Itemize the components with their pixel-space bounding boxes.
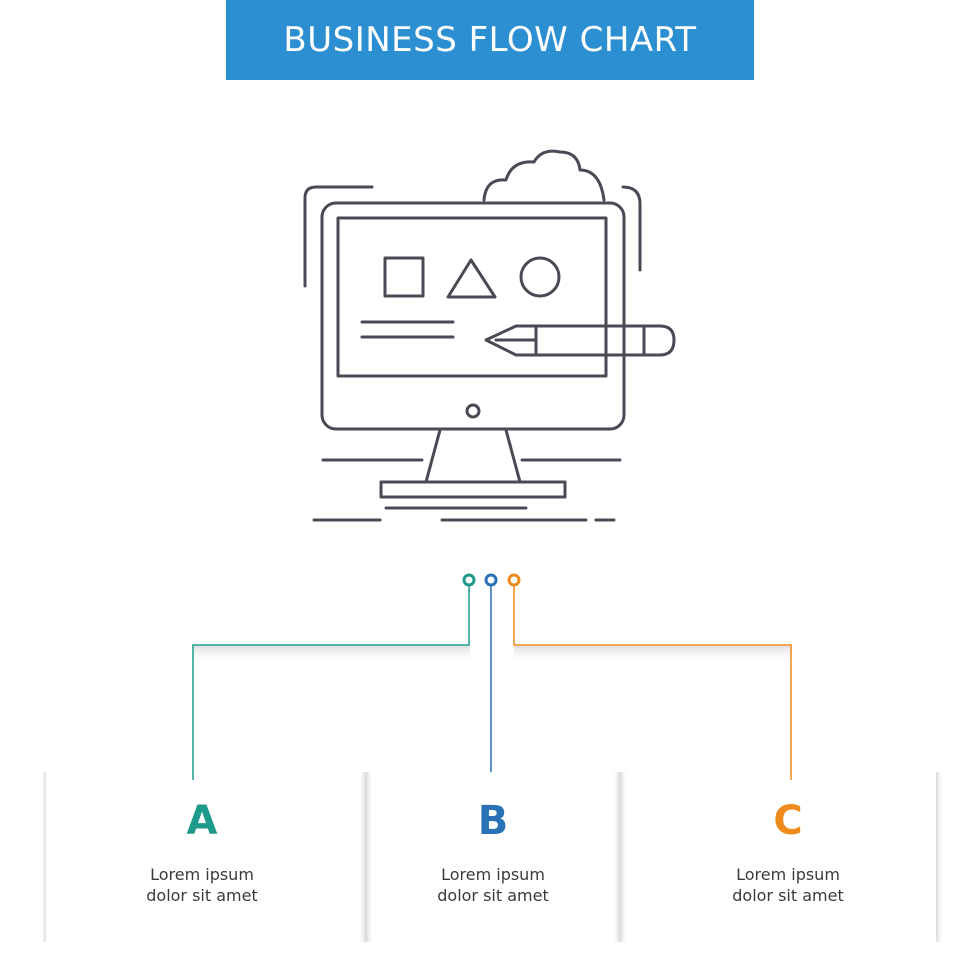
card-text-line: Lorem ipsum <box>441 865 545 884</box>
connector-dots <box>462 573 521 587</box>
card-c: C Lorem ipsum dolor sit amet <box>628 772 948 942</box>
card-text-a: Lorem ipsum dolor sit amet <box>46 864 358 906</box>
connector-lines <box>192 586 792 780</box>
dot-c <box>507 573 521 587</box>
title-banner: BUSINESS FLOW CHART <box>226 0 754 80</box>
card-text-line: dolor sit amet <box>146 886 258 905</box>
card-letter-c: C <box>773 798 803 844</box>
card-text-c: Lorem ipsum dolor sit amet <box>628 864 948 906</box>
page-title: BUSINESS FLOW CHART <box>283 20 697 60</box>
connector-line-a <box>192 586 470 780</box>
card-text-line: Lorem ipsum <box>736 865 840 884</box>
card-text-line: Lorem ipsum <box>150 865 254 884</box>
dot-a <box>462 573 476 587</box>
card-letter-a: A <box>186 798 218 844</box>
connector-line-c <box>513 586 792 780</box>
card-text-line: dolor sit amet <box>732 886 844 905</box>
computer-design-icon <box>303 149 676 522</box>
card-letter-b: B <box>477 798 509 844</box>
card-text-b: Lorem ipsum dolor sit amet <box>374 864 612 906</box>
card-b: B Lorem ipsum dolor sit amet <box>374 772 612 942</box>
card-text-line: dolor sit amet <box>437 886 549 905</box>
card-panels <box>40 772 944 942</box>
card-a: A Lorem ipsum dolor sit amet <box>46 772 358 942</box>
dot-b <box>484 573 498 587</box>
